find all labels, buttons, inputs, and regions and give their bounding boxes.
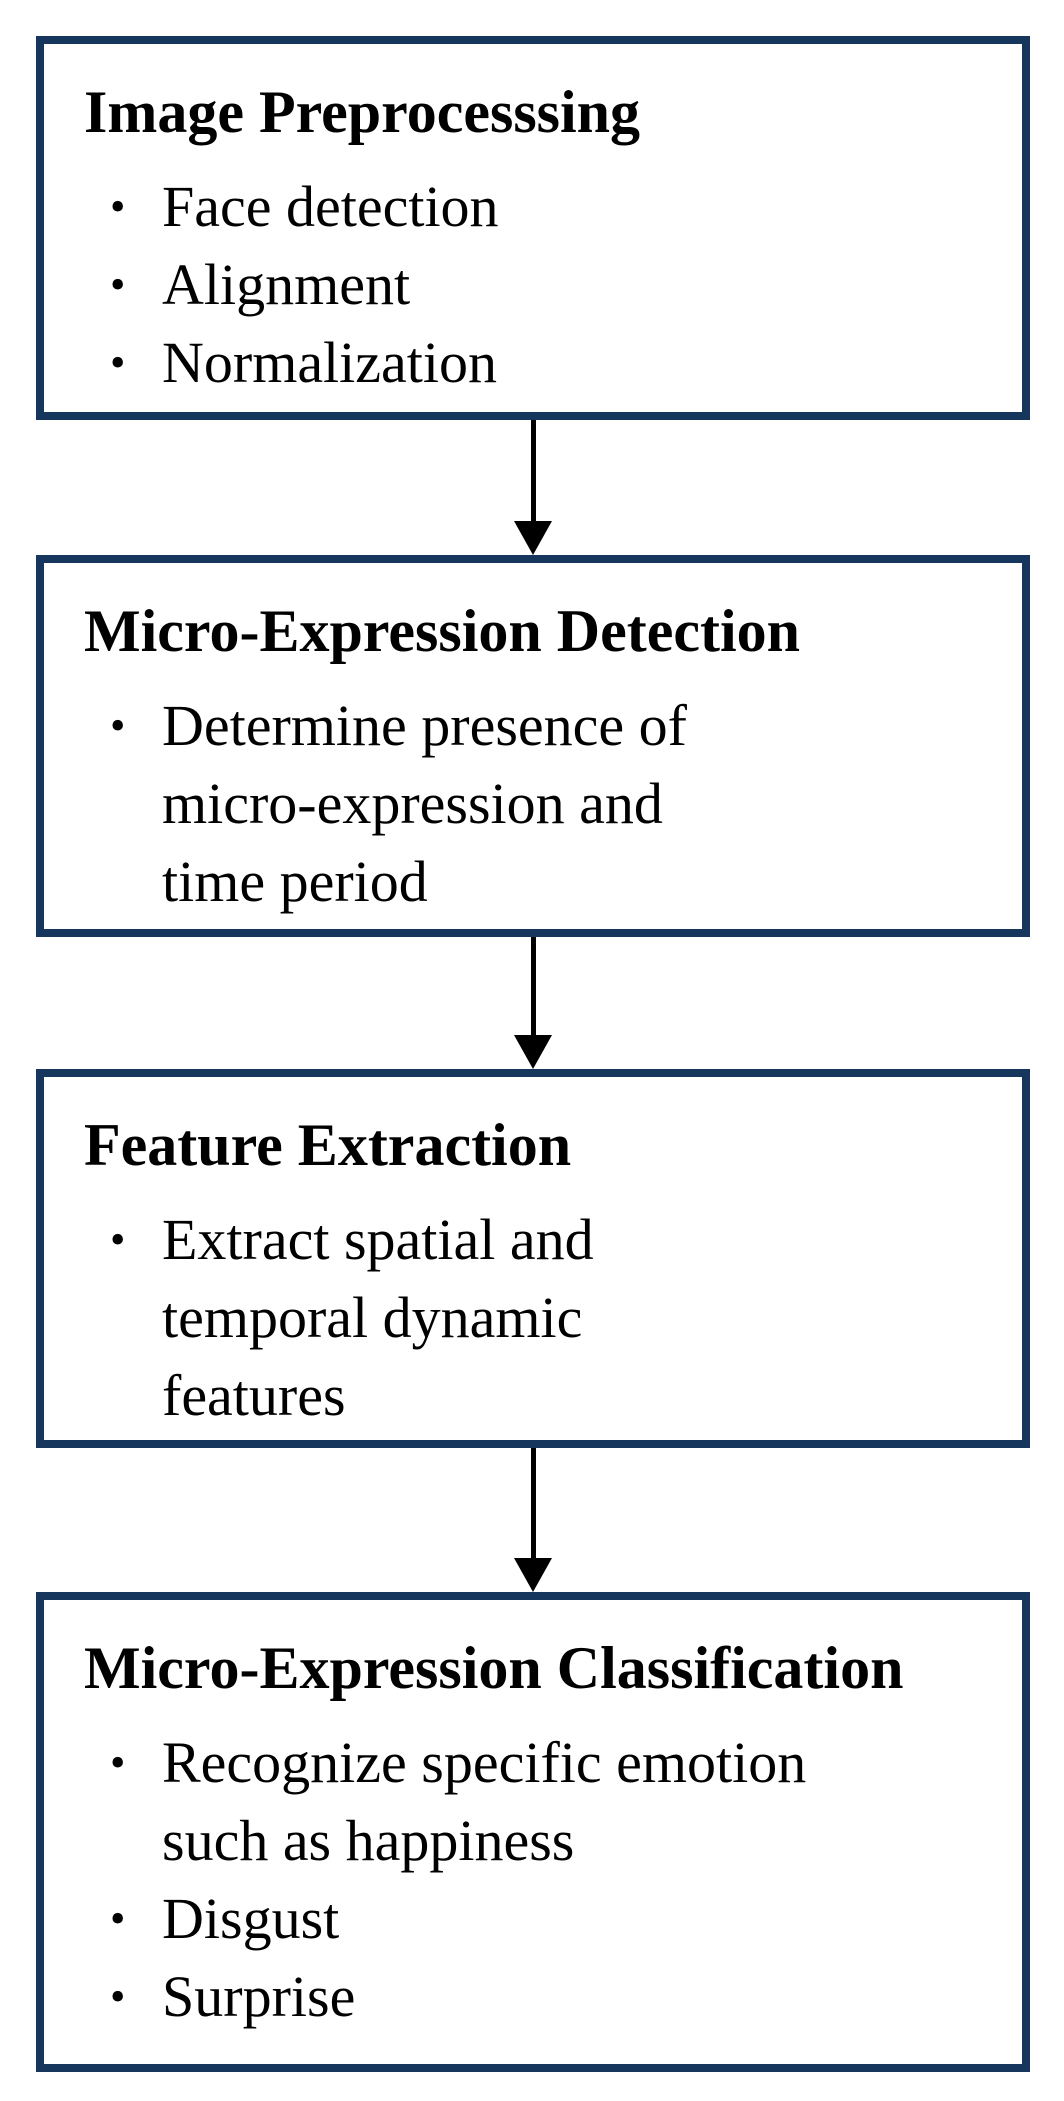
arrow-head xyxy=(514,1558,552,1592)
bullet-item: • Disgust xyxy=(84,1880,996,1958)
box-title-feature-extraction: Feature Extraction xyxy=(84,1112,572,1178)
bullet-item: • Determine presence of micro-expression… xyxy=(84,687,996,921)
bullet-item: • Alignment xyxy=(84,246,996,324)
arrow-shaft xyxy=(530,1448,536,1558)
bullet-dot-icon: • xyxy=(110,182,126,231)
bullet-item: • Surprise xyxy=(84,1958,996,2036)
bullet-item: • Normalization xyxy=(84,324,996,402)
arrow-head xyxy=(514,1035,552,1069)
bullet-list: • Recognize specific emotion such as hap… xyxy=(84,1724,996,2036)
bullet-item: • Recognize specific emotion such as hap… xyxy=(84,1724,996,1880)
bullet-dot-icon: • xyxy=(110,1972,126,2021)
bullet-dot-icon: • xyxy=(110,1894,126,1943)
flow-box-image-preprocessing: Image Preprocesssing • Face detection • … xyxy=(36,36,1030,420)
flow-box-feature-extraction: Feature Extraction • Extract spatial and… xyxy=(36,1069,1030,1448)
bullet-text: Extract spatial and temporal dynamic fea… xyxy=(162,1207,594,1428)
bullet-dot-icon: • xyxy=(110,701,126,750)
bullet-item: • Face detection xyxy=(84,168,996,246)
arrow-shaft xyxy=(530,937,536,1035)
bullet-list: • Face detection • Alignment • Normaliza… xyxy=(84,168,996,402)
bullet-text: Determine presence of micro-expression a… xyxy=(162,693,687,914)
flow-box-micro-expression-classification: Micro-Expression Classification • Recogn… xyxy=(36,1592,1030,2072)
bullet-text: Alignment xyxy=(162,252,411,317)
arrow-head xyxy=(514,521,552,555)
bullet-text: Surprise xyxy=(162,1964,356,2029)
bullet-list: • Extract spatial and temporal dynamic f… xyxy=(84,1201,996,1435)
bullet-dot-icon: • xyxy=(110,1215,126,1264)
box-title-image-preprocessing: Image Preprocesssing xyxy=(84,79,641,145)
bullet-dot-icon: • xyxy=(110,338,126,387)
box-title-micro-expression-classification: Micro-Expression Classification xyxy=(84,1635,904,1701)
flowchart-stack: Image Preprocesssing • Face detection • … xyxy=(36,36,1030,2072)
bullet-text: Recognize specific emotion such as happi… xyxy=(162,1730,807,1873)
bullet-text: Normalization xyxy=(162,330,498,395)
bullet-dot-icon: • xyxy=(110,260,126,309)
bullet-list: • Determine presence of micro-expression… xyxy=(84,687,996,921)
arrow-shaft xyxy=(530,420,536,521)
bullet-dot-icon: • xyxy=(110,1738,126,1787)
flow-box-micro-expression-detection: Micro-Expression Detection • Determine p… xyxy=(36,555,1030,937)
bullet-item: • Extract spatial and temporal dynamic f… xyxy=(84,1201,996,1435)
box-title-micro-expression-detection: Micro-Expression Detection xyxy=(84,598,800,664)
bullet-text: Disgust xyxy=(162,1886,340,1951)
flow-arrow-icon xyxy=(36,420,1030,555)
flow-arrow-icon xyxy=(36,937,1030,1069)
flow-arrow-icon xyxy=(36,1448,1030,1592)
bullet-text: Face detection xyxy=(162,174,499,239)
